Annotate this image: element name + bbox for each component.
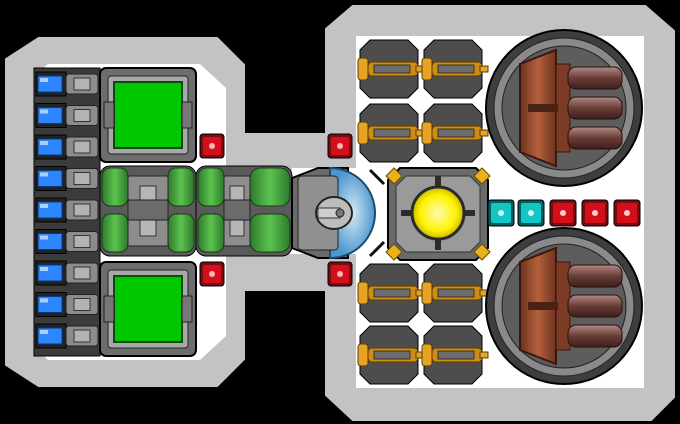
red-node[interactable] (549, 199, 577, 227)
battery-cell[interactable] (35, 166, 99, 191)
battery-cell[interactable] (35, 134, 99, 160)
reactor[interactable] (368, 167, 491, 261)
battery-cell[interactable] (35, 260, 99, 286)
gun-turret[interactable] (421, 103, 489, 163)
thruster[interactable] (485, 29, 643, 187)
cockpit[interactable] (291, 166, 376, 260)
red-node[interactable] (327, 133, 353, 159)
battery-cell[interactable] (35, 103, 99, 128)
cyan-node[interactable] (517, 199, 545, 227)
tank-icon (101, 167, 129, 207)
gun-turret[interactable] (421, 325, 489, 385)
battery-cell[interactable] (35, 323, 99, 349)
screen-icon (113, 81, 183, 149)
cyan-node[interactable] (487, 199, 515, 227)
red-node[interactable] (581, 199, 609, 227)
gun-turret[interactable] (421, 263, 489, 323)
battery-cell[interactable] (35, 292, 99, 317)
red-node[interactable] (199, 261, 225, 287)
thruster[interactable] (485, 227, 643, 385)
red-node[interactable] (327, 261, 353, 287)
gun-turret[interactable] (421, 39, 489, 99)
reactor-icon (410, 185, 466, 241)
red-node[interactable] (613, 199, 641, 227)
fuel-tank-1[interactable] (99, 165, 197, 257)
red-node[interactable] (199, 133, 225, 159)
gun-turret[interactable] (357, 103, 425, 163)
screen-icon (113, 275, 183, 343)
monitor-bottom[interactable] (99, 261, 197, 357)
gun-turret[interactable] (357, 39, 425, 99)
battery-cell[interactable] (35, 229, 99, 254)
battery-cell[interactable] (35, 197, 99, 223)
monitor-top[interactable] (99, 67, 197, 163)
gun-turret[interactable] (357, 325, 425, 385)
fuel-tank-2[interactable] (195, 165, 293, 257)
battery-cell[interactable] (35, 71, 99, 97)
gun-turret[interactable] (357, 263, 425, 323)
